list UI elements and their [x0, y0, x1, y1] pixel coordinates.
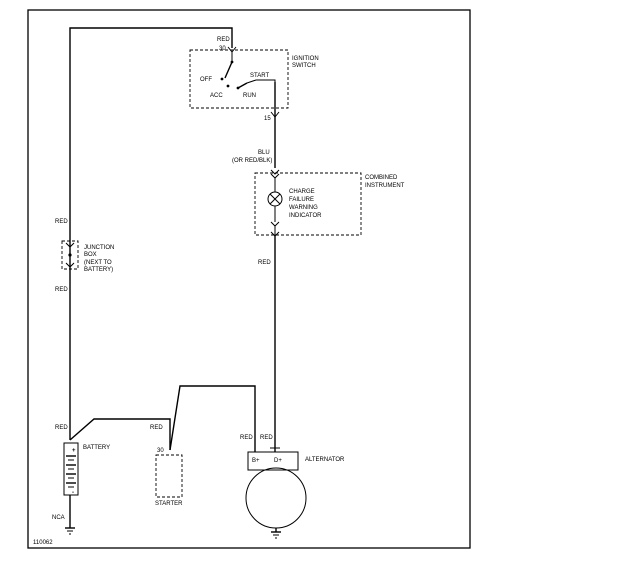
- label-wire-red-top: RED: [217, 37, 230, 43]
- wire-red-battery-to-ignition: [69, 27, 233, 440]
- label-wire-red-battery: RED: [55, 425, 68, 431]
- label-lamp-4: INDICATOR: [289, 213, 322, 219]
- battery-case: [63, 442, 79, 496]
- label-wire-red-left-lower: RED: [55, 287, 68, 293]
- label-wire-red-alt-d: RED: [260, 435, 273, 441]
- alternator-icon: [245, 467, 307, 529]
- instrument-bottom-connector: [270, 221, 280, 227]
- label-starter: STARTER: [155, 501, 183, 507]
- instrument-top-connector: [270, 169, 280, 175]
- label-junction-2: BOX: [84, 252, 97, 258]
- alternator-ground-icon: [271, 531, 281, 539]
- label-junction-4: BATTERY): [84, 267, 113, 273]
- label-terminal-15: 15: [264, 116, 271, 122]
- label-wire-red-left-upper: RED: [55, 219, 68, 225]
- ground-icon: [65, 527, 75, 535]
- label-alt-bplus: B+: [252, 458, 260, 464]
- battery-cells-icon: [66, 455, 76, 488]
- junction-node: [68, 253, 72, 257]
- combined-instrument-box: [254, 172, 362, 236]
- label-lamp-1: CHARGE: [289, 189, 315, 195]
- label-lamp-3: WARNING: [289, 205, 318, 211]
- label-instrument-1: COMBINED: [365, 175, 398, 181]
- junction-box: [61, 240, 79, 270]
- run-contact-blade: [237, 82, 248, 89]
- ignition-switch-blade: [224, 61, 233, 79]
- label-wire-red-mid: RED: [258, 260, 271, 266]
- label-starter-terminal: 30: [157, 448, 164, 454]
- alternator-terminal-block: [247, 451, 299, 471]
- contact-acc: [226, 84, 230, 88]
- contact-run: [236, 86, 240, 90]
- junction-top-connector: [65, 242, 75, 248]
- figure-id: 110062: [33, 540, 53, 546]
- label-wire-blu-alt: (OR RED/BLK): [232, 158, 272, 164]
- label-alt-dplus: D+: [274, 458, 282, 464]
- label-ground-nca: NCA: [52, 515, 65, 521]
- contact-off: [220, 77, 224, 81]
- label-instrument-2: INSTRUMENT: [365, 183, 405, 189]
- ignition-switch-box: [189, 49, 289, 109]
- label-battery: BATTERY: [83, 445, 110, 451]
- junction-bottom-connector: [65, 262, 75, 268]
- label-alternator: ALTERNATOR: [305, 457, 345, 463]
- label-wire-red-alt-b: RED: [240, 435, 253, 441]
- run-contact-link: [246, 79, 276, 108]
- label-pos-acc: ACC: [210, 93, 223, 99]
- label-wire-blu: BLU: [258, 150, 270, 156]
- lamp-filament: [269, 193, 281, 205]
- label-lamp-2: FAILURE: [289, 197, 314, 203]
- wire-red-starter-to-alternator: [169, 385, 256, 452]
- label-battery-minus: -: [72, 490, 74, 496]
- label-pos-start: START: [250, 73, 269, 79]
- label-ignition-switch-1: IGNITION: [292, 56, 319, 62]
- label-battery-plus: +: [72, 448, 76, 454]
- diagram-frame: [27, 9, 471, 549]
- label-junction-1: JUNCTION: [84, 245, 114, 251]
- label-junction-3: (NEXT TO: [84, 260, 112, 266]
- label-pos-run: RUN: [243, 93, 256, 99]
- label-ignition-switch-2: SWITCH: [292, 63, 316, 69]
- label-pos-off: OFF: [200, 77, 212, 83]
- starter-box: [155, 454, 183, 498]
- wire-red-battery-to-starter: [69, 418, 171, 450]
- label-wire-red-starter: RED: [150, 425, 163, 431]
- label-terminal-30: 30: [219, 46, 226, 52]
